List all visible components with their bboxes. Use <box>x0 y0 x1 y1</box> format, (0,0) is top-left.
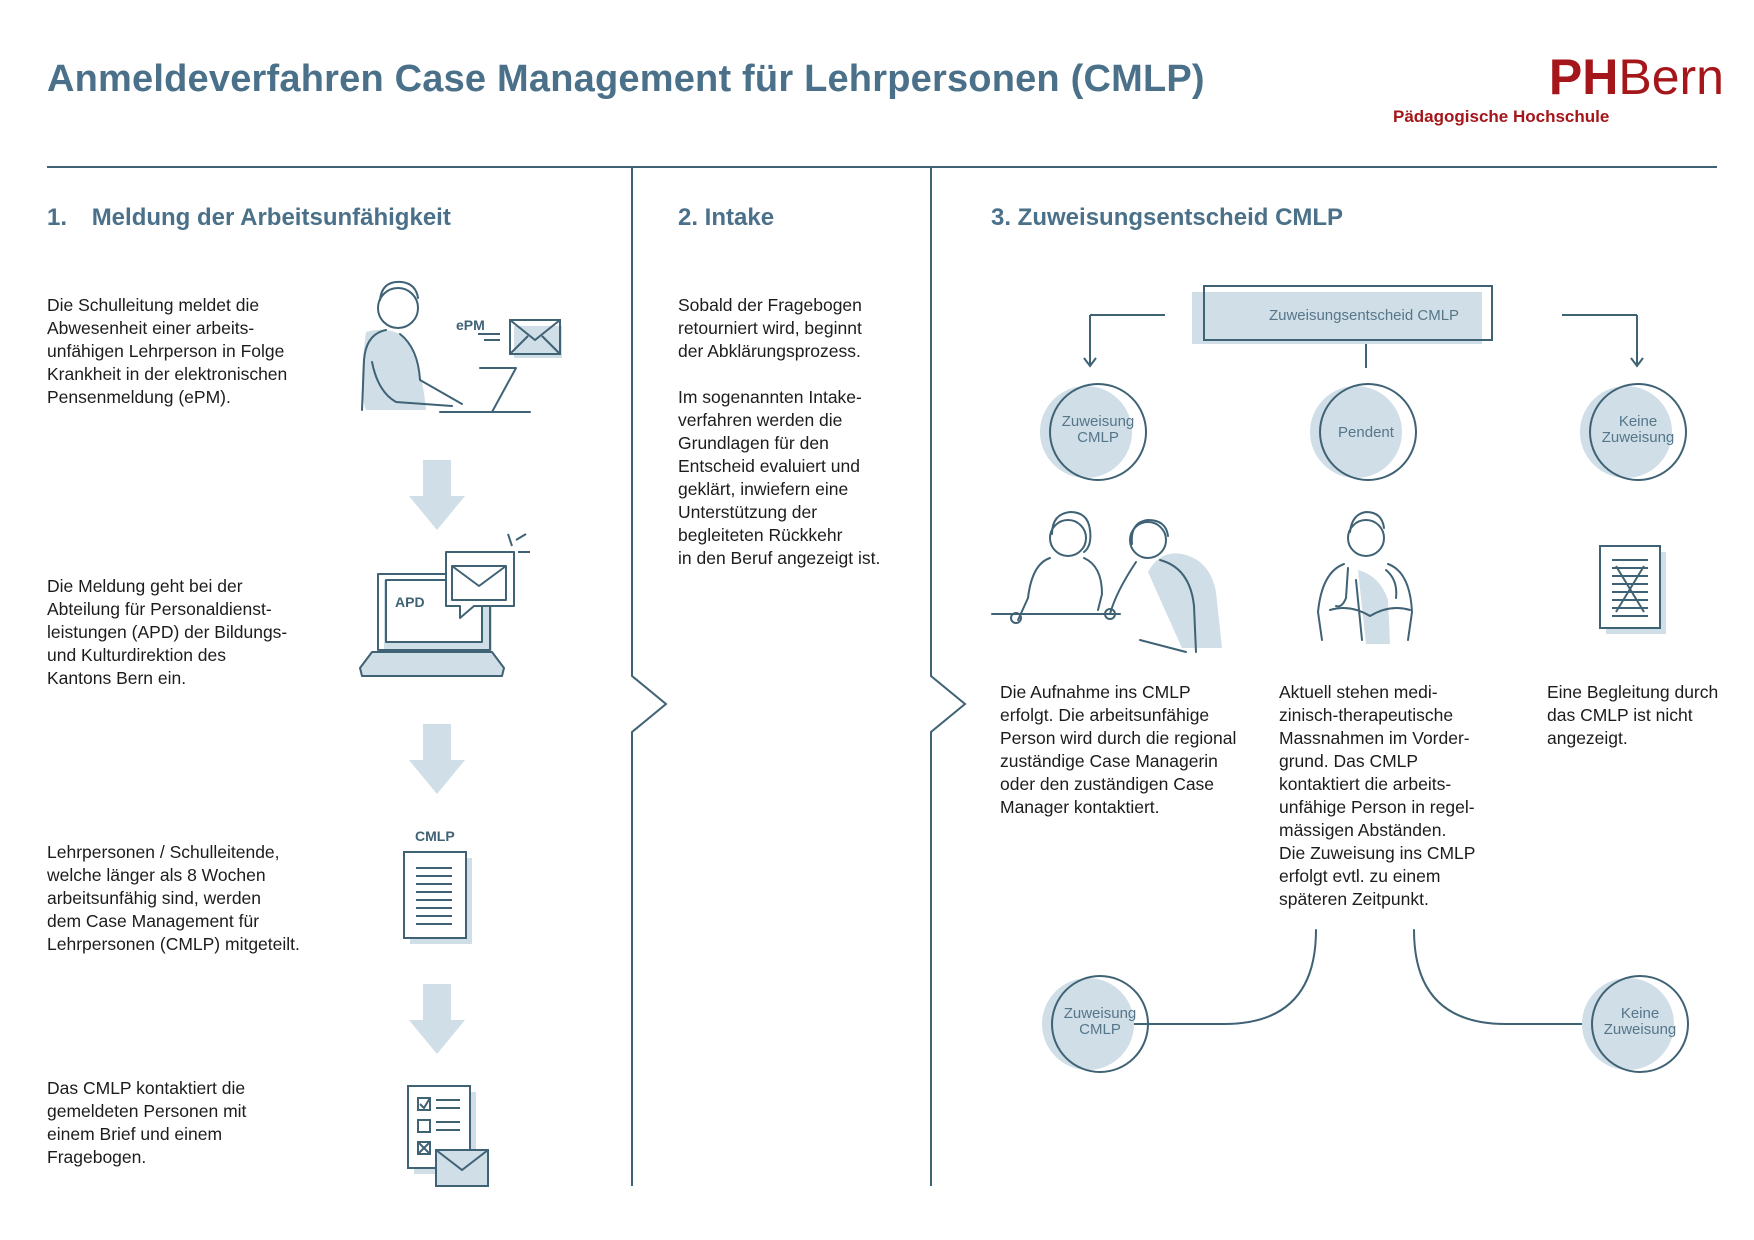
decision-box-label: Zuweisungsentscheid CMLP <box>1269 307 1459 324</box>
cmlp-doc-label: CMLP <box>415 828 455 844</box>
outcome-2-line1: Keine <box>1621 1005 1659 1022</box>
circle-1-line2: CMLP <box>1077 429 1119 446</box>
desc-pendent: Aktuell stehen medi- zinisch-therapeutis… <box>1279 682 1476 909</box>
desc-keine-zuweisung: Eine Begleitung durch das CMLP ist nicht… <box>1547 682 1719 748</box>
outcome-1-line1: Zuweisung <box>1064 1005 1137 1022</box>
section-1-number: 1. <box>47 204 68 231</box>
laptop-message-icon <box>359 533 530 677</box>
document-icon <box>403 851 472 944</box>
step-1-text: Die Schulleitung meldet die Abwesenheit … <box>47 295 288 407</box>
questionnaire-letter-icon <box>407 1085 489 1187</box>
outcome-2-line2: Zuweisung <box>1604 1021 1677 1038</box>
outcome-circle-keine-zuweisung <box>1582 975 1689 1073</box>
circle-pendent <box>1310 383 1417 481</box>
step-2-text: Die Meldung geht bei der Abteilung für P… <box>47 576 288 688</box>
down-arrow-icon <box>409 460 465 530</box>
desc-zuweisung: Die Aufnahme ins CMLP erfolgt. Die arbei… <box>1000 682 1237 817</box>
step-3-text: Lehrpersonen / Schulleitende, welche län… <box>47 842 300 954</box>
person-laptop-icon <box>361 280 531 413</box>
header-divider <box>47 166 1717 168</box>
step-4-text: Das CMLP kontaktiert die gemeldeten Pers… <box>47 1078 247 1167</box>
intake-para-2: Im sogenannten Intake- verfahren werden … <box>678 387 881 568</box>
pendent-outcome-arrows <box>1116 929 1614 1030</box>
circle-3-line1: Keine <box>1619 413 1657 430</box>
down-arrow-icon <box>409 724 465 794</box>
logo-subtitle: Pädagogische Hochschule <box>1393 107 1610 126</box>
apd-label: APD <box>395 594 425 610</box>
outcome-1-line2: CMLP <box>1079 1021 1121 1038</box>
section-1-heading: 1. Meldung der Arbeitsunfähigkeit <box>47 204 451 232</box>
circle-keine-zuweisung <box>1580 383 1687 481</box>
section-3-heading: 3. Zuweisungsentscheid CMLP <box>991 204 1344 231</box>
crossed-document-icon <box>1599 545 1666 634</box>
epm-label: ePM <box>456 317 485 333</box>
logo-bern: Bern <box>1618 49 1724 105</box>
circle-2-line1: Pendent <box>1338 424 1395 441</box>
circle-3-line2: Zuweisung <box>1602 429 1675 446</box>
decision-box <box>1083 285 1644 368</box>
logo-ph: PH <box>1548 49 1619 105</box>
section-1-title: Meldung der Arbeitsunfähigkeit <box>91 204 451 231</box>
down-arrow-icon <box>409 984 465 1054</box>
outcome-circle-zuweisung-cmlp <box>1042 975 1149 1073</box>
circle-1-line1: Zuweisung <box>1062 413 1135 430</box>
divider-2 <box>930 167 967 1186</box>
intake-para-1: Sobald der Fragebogen retourniert wird, … <box>678 295 862 361</box>
circle-zuweisung-cmlp <box>1040 383 1147 481</box>
meeting-people-icon <box>991 511 1222 653</box>
page-title: Anmeldeverfahren Case Management für Leh… <box>47 58 1205 100</box>
section-2-heading: 2. Intake <box>678 204 775 231</box>
divider-1 <box>631 167 668 1186</box>
envelope-icon <box>478 319 562 358</box>
doctor-icon <box>1317 511 1413 644</box>
phbern-logo: PHBern <box>1549 52 1724 102</box>
